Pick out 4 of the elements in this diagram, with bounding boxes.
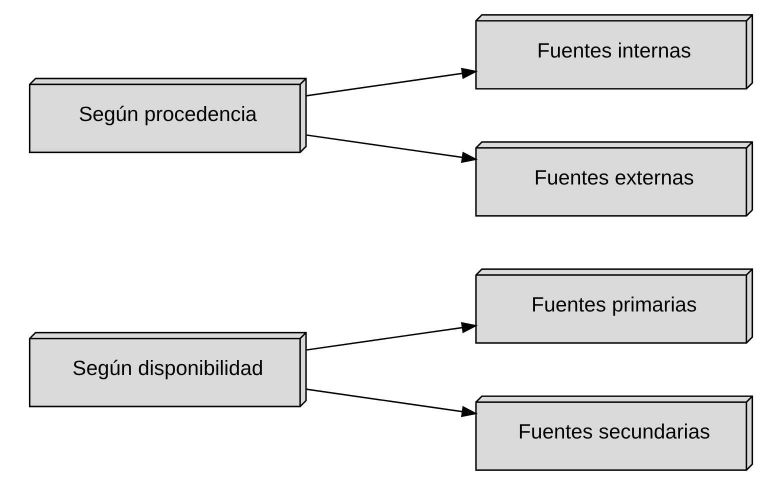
arrow	[306, 134, 478, 162]
arrow	[306, 322, 478, 350]
arrow	[306, 67, 478, 96]
arrow	[306, 388, 478, 417]
